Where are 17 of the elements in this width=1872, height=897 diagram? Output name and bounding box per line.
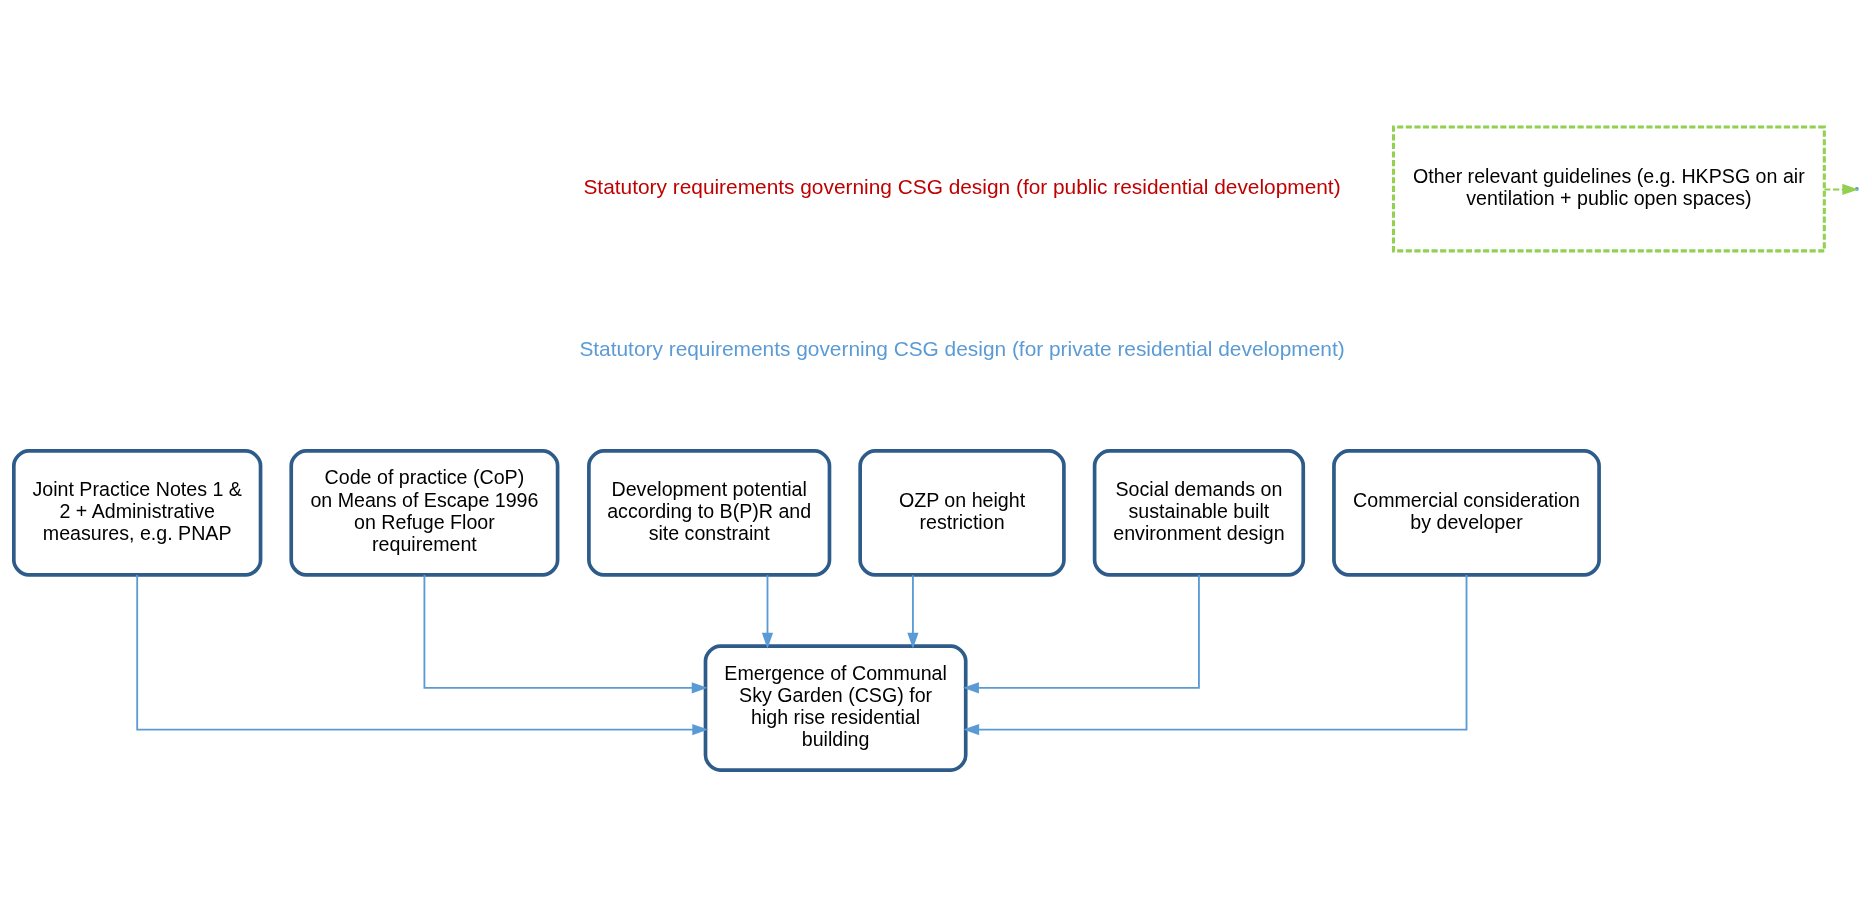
node-box: Joint Practice Notes 1 & 2 + Administrative measures, e.g. PNAP [12,449,263,577]
arrow [907,574,919,649]
arrow [423,574,708,694]
label: Statutory requirements governing CSG design (for public residential development) [583,174,1341,198]
node-box: Social demands on sustainable built environment design [1092,449,1306,577]
arrow [1823,183,1859,196]
node-box: Emergence of Communal Sky Garden (CSG) for high rise residential building [703,644,968,772]
node-box: Commercial consideration by developer [1332,449,1601,577]
node-box: Development potential according to B(P)R and site constraint [587,449,832,577]
node-box: Code of practice (CoP) on Means of Escape 1996 on Refuge Floor requirement [289,449,560,577]
node-box: Other relevant guidelines (e.g. HKPSG on air ventilation + public open spaces) [1391,125,1826,253]
label: Statutory requirements governing CSG design (for private residential development) [579,336,1345,360]
arrow [962,574,1200,694]
node-box: OZP on height restriction [858,449,1066,577]
arrow [136,574,709,736]
arrow [761,574,774,649]
arrow [963,574,1468,736]
